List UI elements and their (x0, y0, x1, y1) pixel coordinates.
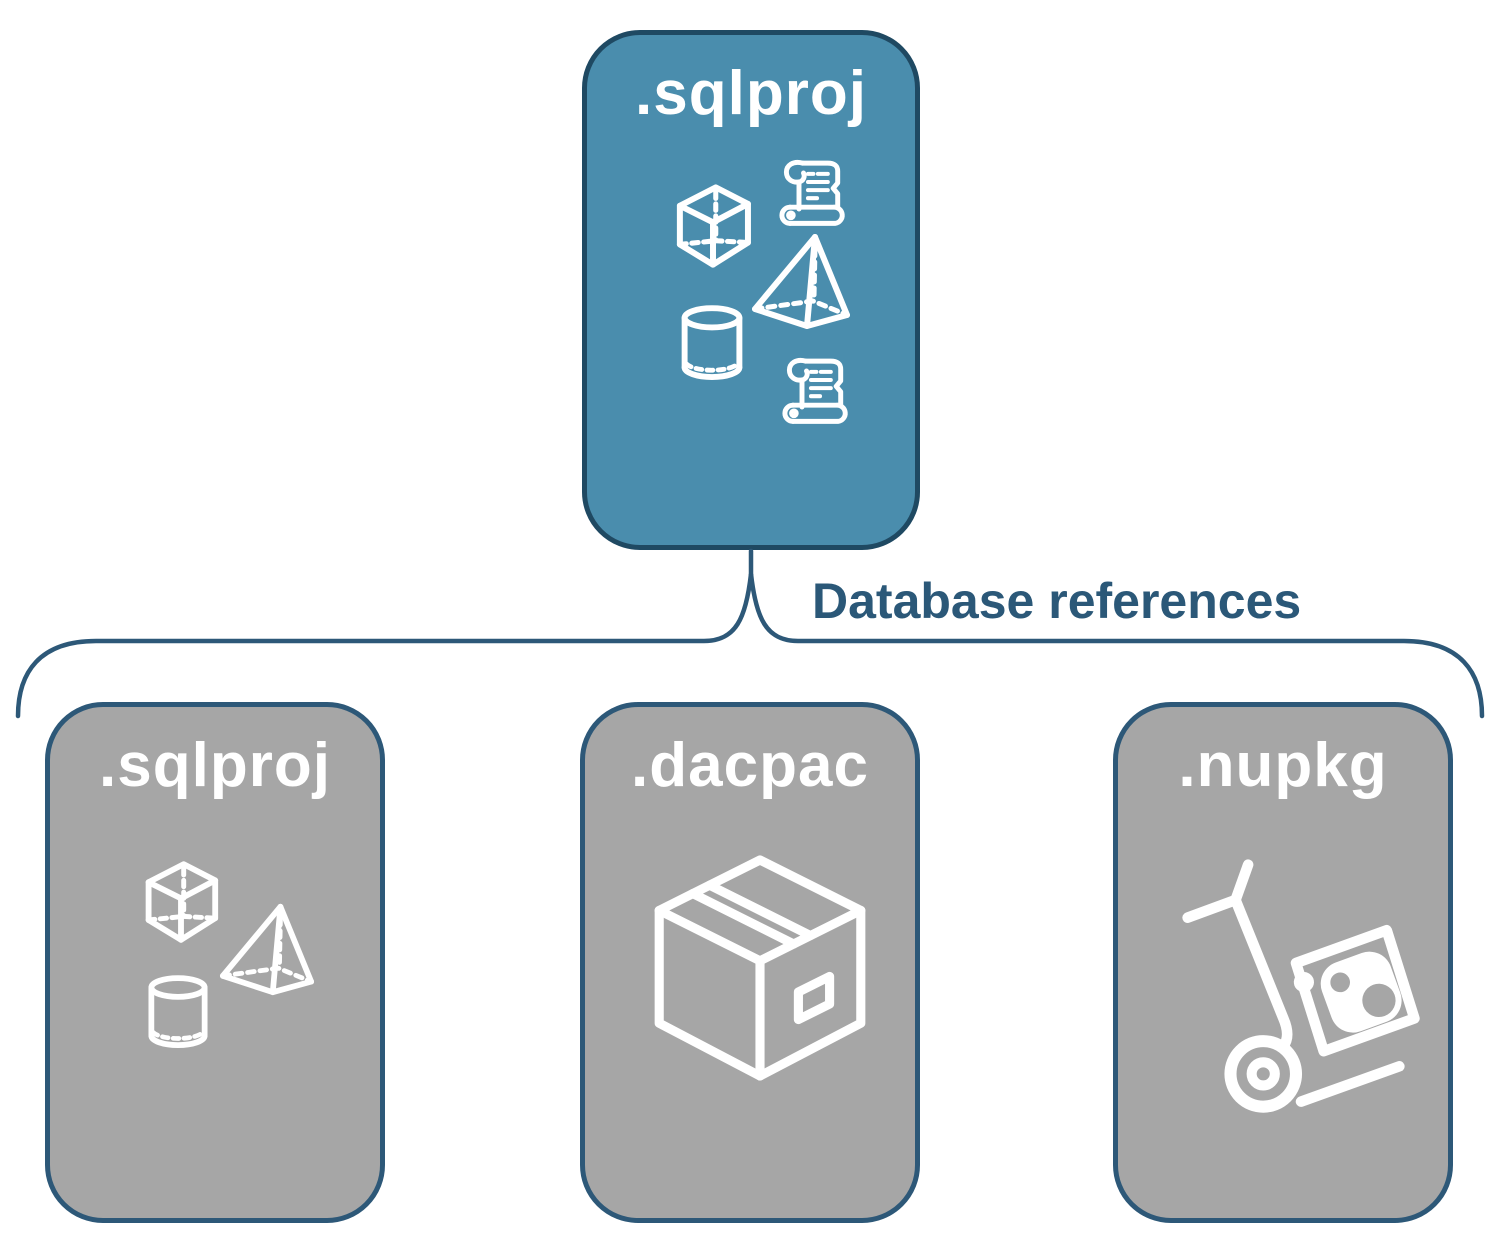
node-title: .sqlproj (635, 59, 867, 128)
node-child-nupkg: .nupkg (1113, 702, 1453, 1223)
cube-icon (676, 184, 751, 268)
cube-icon (145, 861, 219, 943)
cylinder-icon (681, 305, 743, 380)
connector-label: Database references (812, 573, 1302, 629)
node-title: .nupkg (1178, 731, 1388, 800)
pyramid-icon (752, 234, 850, 329)
pyramid-icon (219, 903, 315, 996)
package-box-icon (654, 855, 866, 1081)
scroll-icon (779, 159, 845, 226)
node-title: .sqlproj (99, 731, 331, 800)
node-root-sqlproj: .sqlproj (582, 30, 920, 550)
hand-truck-icon (1182, 859, 1420, 1113)
node-child-sqlproj: .sqlproj (45, 702, 385, 1223)
node-title: .dacpac (631, 731, 869, 800)
cylinder-icon (148, 975, 208, 1048)
scroll-icon (782, 357, 848, 424)
node-child-dacpac: .dacpac (580, 702, 920, 1223)
